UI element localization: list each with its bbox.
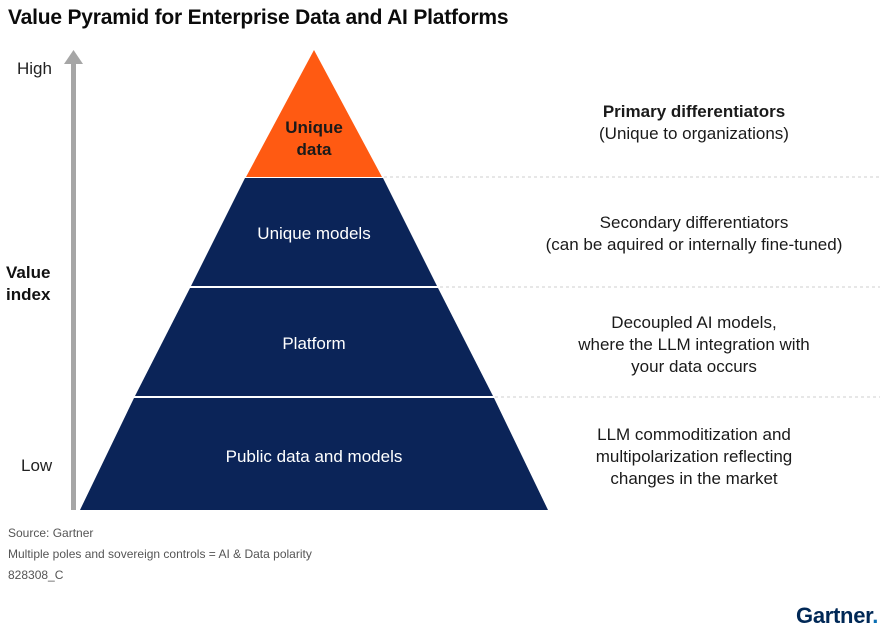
- footer-note: Multiple poles and sovereign controls = …: [8, 547, 312, 561]
- description-platform-line3: your data occurs: [631, 357, 757, 376]
- layer-label-unique-data-line2: data: [296, 140, 332, 159]
- axis-low-label: Low: [21, 456, 53, 475]
- description-public: LLM commoditization and multipolarizatio…: [524, 424, 864, 490]
- description-secondary-line1: Secondary differentiators: [599, 213, 789, 232]
- description-public-line1: LLM commoditization and: [597, 425, 791, 444]
- layer-label-unique-models: Unique models: [257, 224, 371, 243]
- description-primary-line2: (Unique to organizations): [599, 124, 789, 143]
- description-primary-line1: Primary differentiators: [602, 102, 786, 121]
- gartner-logo: Gartner.: [796, 603, 878, 629]
- layer-label-public-data-models: Public data and models: [225, 447, 403, 466]
- gartner-logo-dot: .: [872, 603, 878, 628]
- footer-source: Source: Gartner: [8, 526, 94, 540]
- description-platform: Decoupled AI models, where the LLM integ…: [524, 312, 864, 378]
- pyramid-layer-platform: [135, 288, 493, 396]
- value-index-line1: Value: [6, 263, 51, 282]
- gartner-logo-text: Gartner: [796, 603, 873, 628]
- page-title: Value Pyramid for Enterprise Data and AI…: [8, 6, 509, 29]
- footer-id: 828308_C: [8, 568, 64, 582]
- pyramid-layer-unique-models: [191, 178, 437, 286]
- value-index-label: Value index: [6, 262, 68, 306]
- pyramid-layer-public-data-models: [80, 398, 548, 510]
- pyramid-layer-unique-data: [246, 50, 382, 177]
- description-platform-line1: Decoupled AI models,: [611, 313, 777, 332]
- value-index-line2: index: [6, 285, 51, 304]
- description-platform-line2: where the LLM integration with: [578, 335, 810, 354]
- layer-label-unique-data-line1: Unique: [285, 118, 343, 137]
- description-secondary: Secondary differentiators (can be aquire…: [514, 212, 874, 256]
- value-axis-arrow-icon: [64, 50, 83, 510]
- description-primary: Primary differentiators (Unique to organ…: [524, 101, 864, 145]
- layer-label-unique-data: Unique data: [264, 117, 364, 161]
- description-public-line3: changes in the market: [610, 469, 778, 488]
- description-secondary-line2: (can be aquired or internally fine-tuned…: [545, 235, 843, 254]
- description-public-line2: multipolarization reflecting: [595, 447, 793, 466]
- layer-label-platform: Platform: [282, 334, 346, 353]
- axis-high-label: High: [17, 59, 52, 78]
